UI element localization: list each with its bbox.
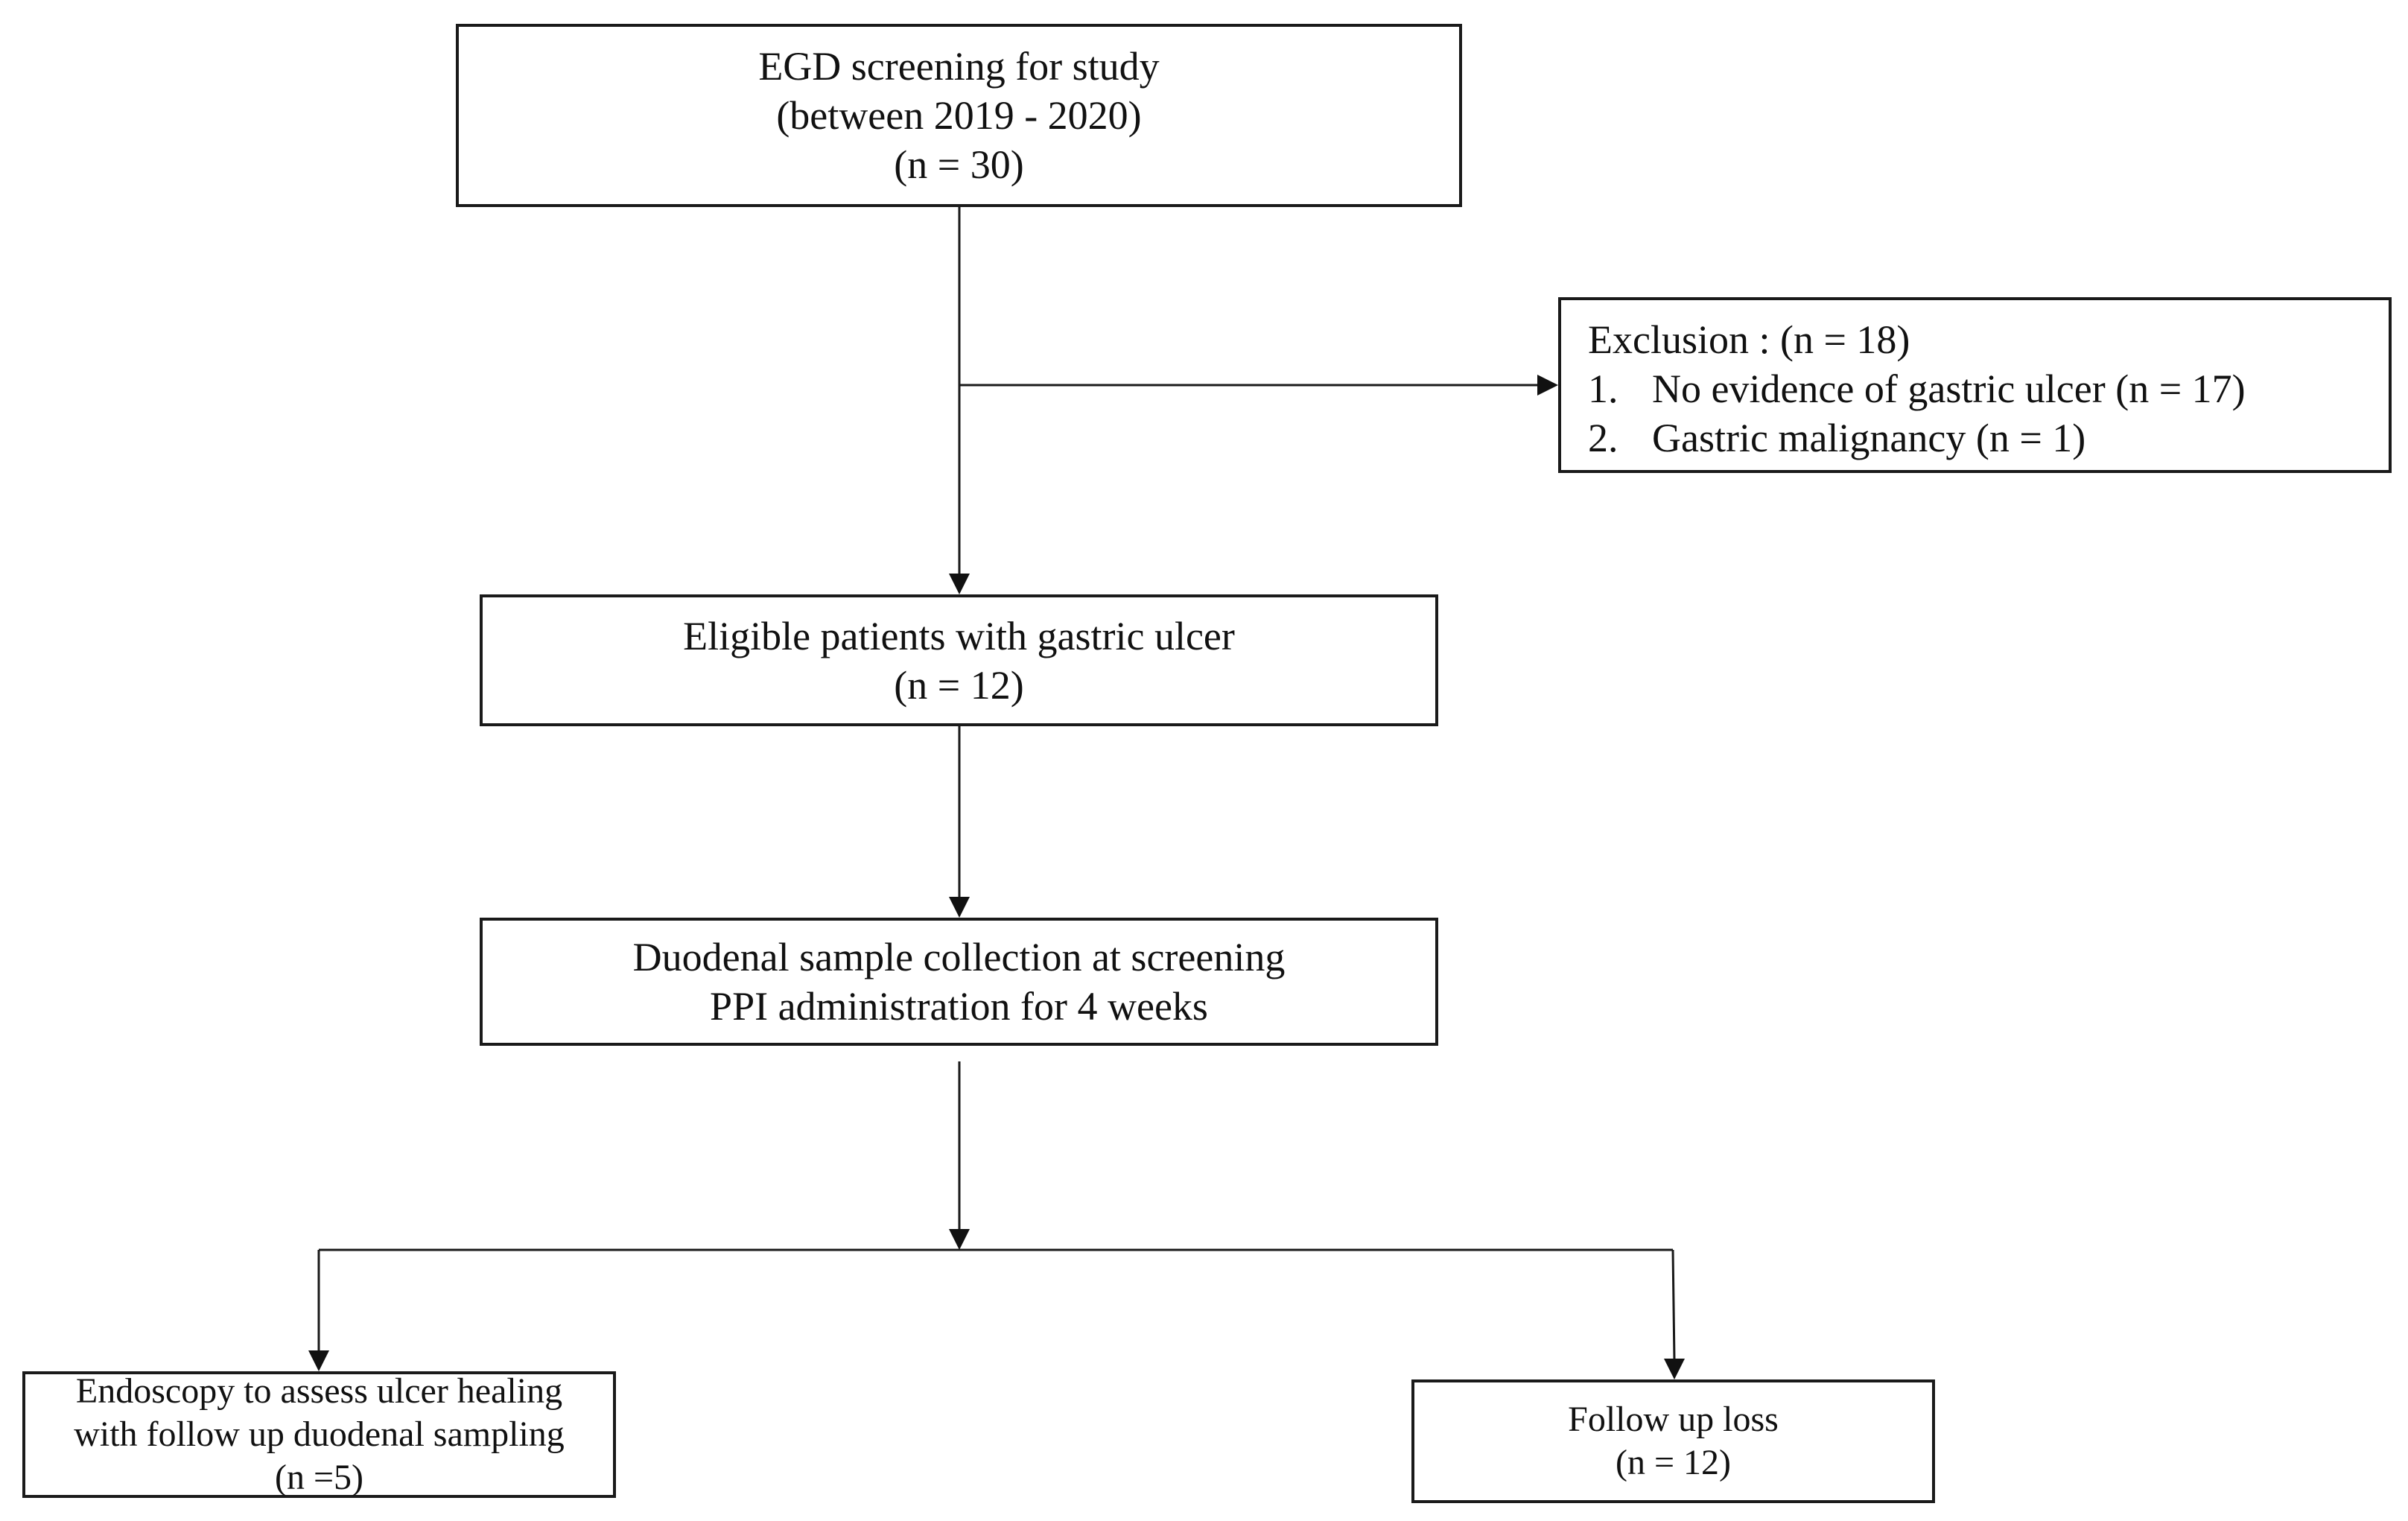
follow-up-loss-title: Follow up loss [1568,1400,1779,1439]
exclusion-item-number: 1. [1588,366,1618,411]
exclusion-title-text: Exclusion : (n = 18) [1588,317,1910,362]
endoscopy-sampling: with follow up duodenal sampling [74,1414,565,1454]
eligible-title: Eligible patients with gastric ulcer [683,613,1235,658]
eligible-box: Eligible patients with gastric ulcer (n … [480,594,1438,726]
arrowhead-collection [949,897,970,918]
arrowhead-exclusion [1537,375,1558,396]
arrowhead-eligible [949,574,970,594]
screening-box: EGD screening for study (between 2019 - … [456,24,1462,207]
arrowhead-follow-up-loss [1664,1359,1685,1379]
follow-up-loss-count: (n = 12) [1615,1443,1732,1482]
exclusion-item: 1. No evidence of gastric ulcer (n = 17) [1588,364,2389,413]
screening-count: (n = 30) [894,142,1024,187]
exclusion-title: Exclusion : (n = 18) [1588,315,2389,364]
arrowhead-split [949,1229,970,1250]
collection-ppi: PPI administration for 4 weeks [710,984,1208,1029]
exclusion-item-text: No evidence of gastric ulcer (n = 17) [1652,366,2246,411]
screening-period: (between 2019 - 2020) [776,93,1142,138]
collection-title: Duodenal sample collection at screening [632,935,1286,979]
exclusion-item-number: 2. [1588,416,1618,460]
exclusion-box: Exclusion : (n = 18) 1. No evidence of g… [1558,297,2392,473]
endoscopy-title: Endoscopy to assess ulcer healing [75,1371,563,1411]
follow-up-loss-box: Follow up loss (n = 12) [1411,1379,1935,1503]
endoscopy-count: (n =5) [274,1458,364,1497]
collection-box: Duodenal sample collection at screening … [480,918,1438,1046]
eligible-count: (n = 12) [894,662,1024,708]
endoscopy-box: Endoscopy to assess ulcer healing with f… [22,1371,616,1498]
exclusion-item-text: Gastric malignancy (n = 1) [1652,416,2086,460]
arrowhead-endoscopy [308,1350,329,1371]
exclusion-item: 2. Gastric malignancy (n = 1) [1588,413,2389,463]
arrow-to-follow-up-loss [1671,1249,1676,1361]
screening-title: EGD screening for study [758,44,1160,89]
